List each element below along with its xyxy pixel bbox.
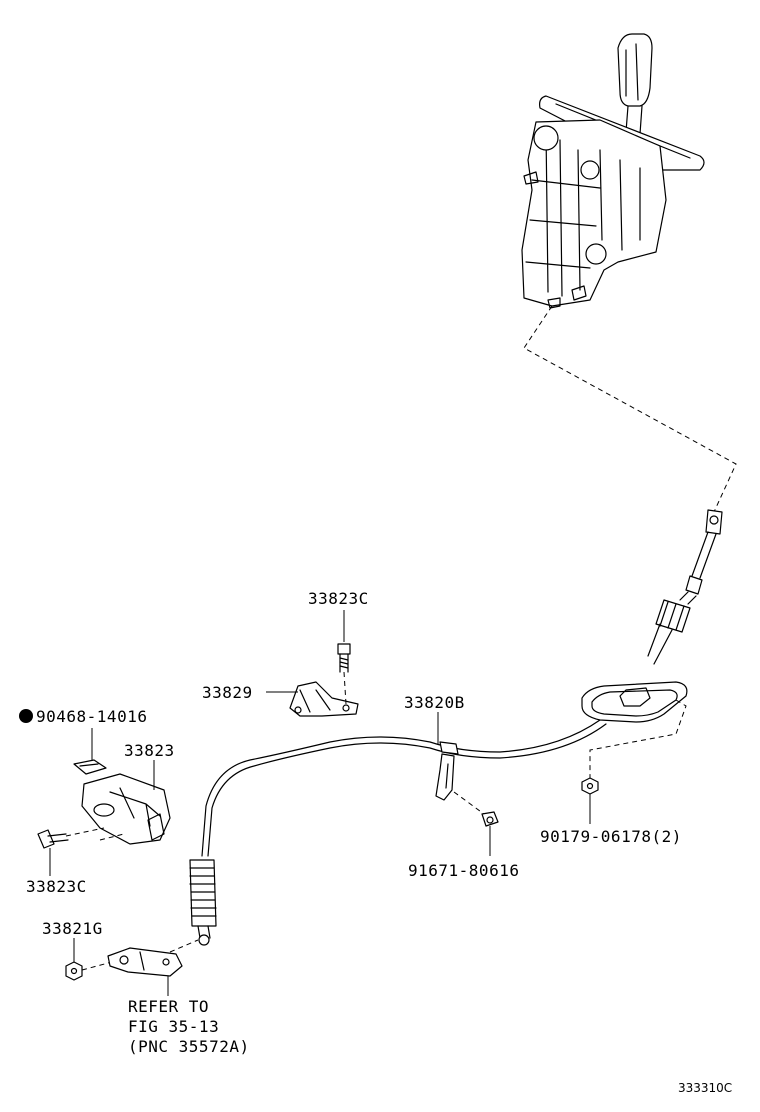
figure-code: 333310C [678, 1081, 732, 1095]
refer-note-line3: (PNC 35572A) [128, 1037, 250, 1056]
lever-to-cable-dashed-line [523, 305, 737, 513]
label-91671: 91671-80616 [408, 861, 519, 880]
refer-note-line2: FIG 35-13 [128, 1017, 219, 1036]
transmission-lever [107, 947, 183, 977]
bolt-91671 [481, 811, 499, 827]
shift-lever-assembly [521, 33, 705, 309]
bolt-33823c-bottom [37, 829, 69, 849]
label-33821g: 33821G [42, 919, 103, 938]
label-33823c-bottom: 33823C [26, 877, 87, 896]
nut-90179 [581, 777, 599, 795]
nut-33821g [65, 961, 83, 981]
label-33829: 33829 [202, 683, 253, 702]
bracket-33829 [289, 681, 359, 717]
label-90179: 90179-06178(2) [540, 827, 682, 846]
bracket-33823 [81, 773, 171, 845]
label-33820b: 33820B [404, 693, 465, 712]
label-90468: 90468-14016 [36, 707, 147, 726]
bullet-90468 [19, 709, 33, 723]
label-33823: 33823 [124, 741, 175, 760]
refer-note-line1: REFER TO [128, 997, 209, 1016]
label-33823c-top: 33823C [308, 589, 369, 608]
transmission-control-cable [189, 509, 723, 946]
bolt-33823c-top [337, 643, 351, 673]
clip-90468 [73, 759, 107, 775]
